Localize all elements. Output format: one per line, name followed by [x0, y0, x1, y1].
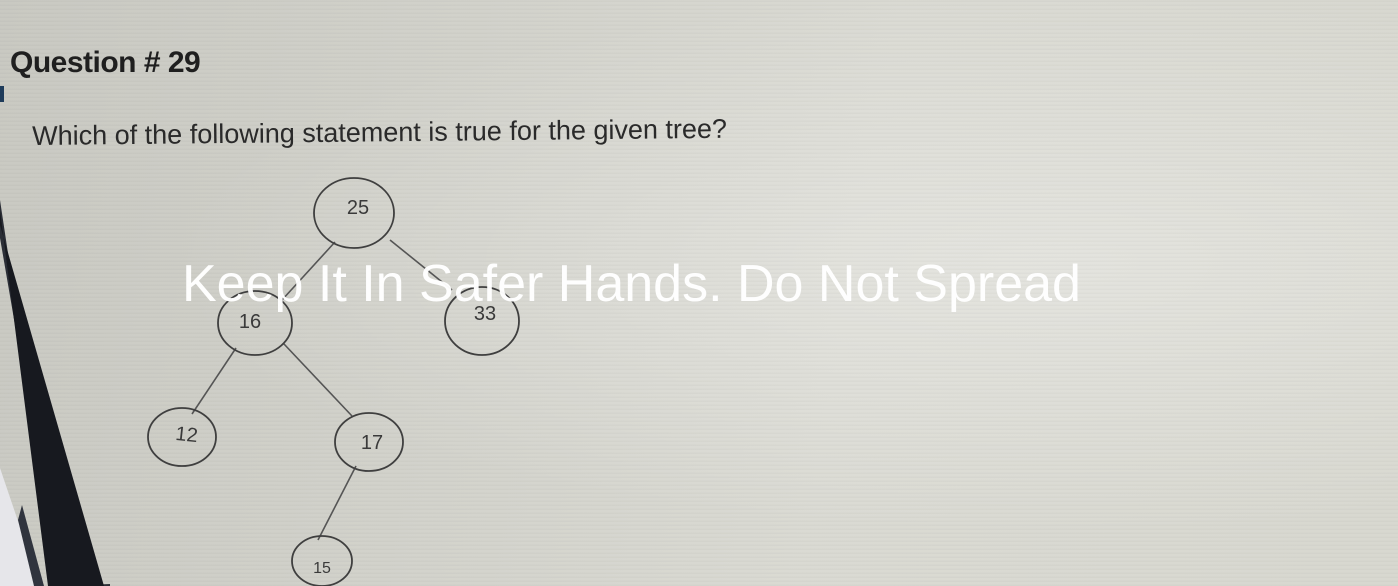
tree-node-25: 25 — [313, 177, 395, 249]
tree-node-15: 15 — [291, 535, 353, 586]
tree-node-label-16: 16 — [239, 311, 261, 333]
tree-edges — [191, 239, 453, 541]
tree-edge-16-17 — [283, 343, 353, 417]
question-marker — [0, 86, 4, 102]
tree-edge-17-15 — [317, 465, 357, 541]
tree-node-label-15: 15 — [313, 560, 331, 577]
tree-edge-25-16 — [281, 241, 336, 301]
tree-node-label-12: 12 — [174, 423, 198, 447]
tree-node-16: 16 — [217, 290, 293, 356]
tree-node-33: 33 — [444, 286, 520, 356]
tree-node-17: 17 — [334, 412, 404, 472]
tree-node-12: 12 — [147, 407, 217, 467]
question-number-heading: Question # 29 — [10, 46, 201, 79]
tree-node-label-33: 33 — [474, 303, 496, 325]
tree-node-label-17: 17 — [361, 432, 383, 454]
tree-edge-16-12 — [191, 347, 237, 415]
tree-node-label-25: 25 — [347, 197, 369, 219]
tree-edge-25-33 — [389, 239, 453, 291]
